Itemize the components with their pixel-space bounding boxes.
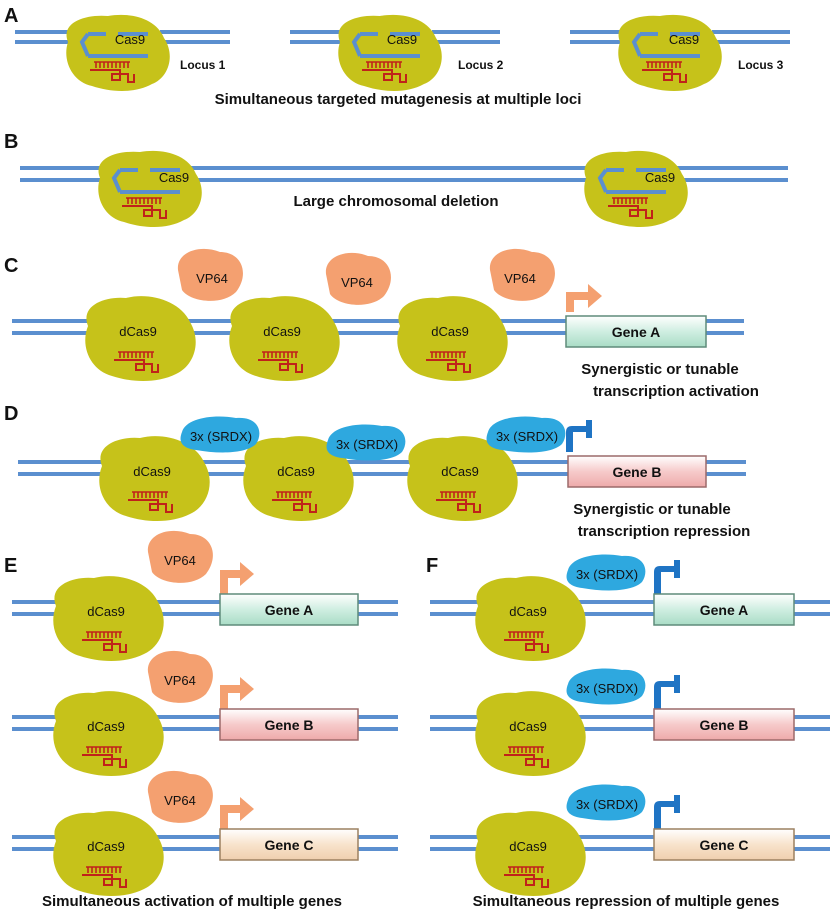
panel-c-gene: Gene A [612, 324, 661, 340]
vp64-3-text: VP64 [504, 271, 536, 286]
srdx-shape-1 [180, 416, 260, 453]
panel-a-dna [15, 30, 790, 44]
f-srdx-3-text: 3x (SRDX) [576, 797, 638, 812]
panel-a-cas9-1: Cas9 [115, 32, 145, 47]
e-vp64-1-text: VP64 [164, 553, 196, 568]
repression-bar-icon [566, 420, 592, 452]
panel-b-cas9-2: Cas9 [645, 170, 675, 185]
panel-c-caption-1: Synergistic or tunable [581, 361, 739, 378]
e-vp64-shape-1 [147, 530, 213, 583]
panel-d-caption-1: Synergistic or tunable [573, 501, 731, 518]
panel-a-label: A [4, 5, 18, 27]
vp64-shape-1 [177, 248, 243, 301]
activation-arrow-icon [566, 284, 602, 312]
f-gene-b: Gene B [699, 717, 748, 733]
panel-a-cas9-2: Cas9 [387, 32, 417, 47]
panel-f-caption: Simultaneous repression of multiple gene… [473, 893, 780, 910]
f-srdx-2-text: 3x (SRDX) [576, 681, 638, 696]
e-activation-arrow-icon-3 [220, 797, 254, 829]
panel-a-cas9-3: Cas9 [669, 32, 699, 47]
e-gene-b: Gene B [264, 717, 313, 733]
f-repression-bar-icon-2 [654, 675, 680, 709]
panel-a-caption: Simultaneous targeted mutagenesis at mul… [215, 91, 582, 108]
f-srdx-shape-2 [566, 668, 646, 705]
srdx-2-text: 3x (SRDX) [336, 437, 398, 452]
panel-e-caption: Simultaneous activation of multiple gene… [42, 893, 342, 910]
panel-f-label: F [426, 555, 438, 577]
panel-b-dna [20, 166, 788, 182]
f-repression-bar-icon-1 [654, 560, 680, 594]
e-gene-a-box [219, 593, 359, 626]
srdx-shape-3 [486, 416, 566, 453]
e-vp64-shape-3 [147, 770, 213, 823]
locus-1-label: Locus 1 [180, 58, 226, 72]
vp64-shape-2 [325, 252, 391, 305]
e-vp64-3-text: VP64 [164, 793, 196, 808]
panel-b-caption: Large chromosomal deletion [293, 193, 498, 210]
f-srdx-1-text: 3x (SRDX) [576, 567, 638, 582]
srdx-shape-2 [326, 424, 406, 461]
vp64-2-text: VP64 [341, 275, 373, 290]
f-srdx-shape-3 [566, 784, 646, 821]
locus-3-label: Locus 3 [738, 58, 784, 72]
srdx-1-text: 3x (SRDX) [190, 429, 252, 444]
vp64-shape-3 [489, 248, 555, 301]
e-gene-b-box [219, 708, 359, 741]
f-gene-b-box [653, 708, 795, 741]
e-vp64-2-text: VP64 [164, 673, 196, 688]
f-gene-a: Gene A [700, 602, 749, 618]
e-activation-arrow-icon-1 [220, 562, 254, 594]
f-gene-c: Gene C [699, 837, 748, 853]
vp64-1-text: VP64 [196, 271, 228, 286]
panel-c-label: C [4, 255, 18, 277]
panel-e-label: E [4, 555, 17, 577]
e-vp64-shape-2 [147, 650, 213, 703]
srdx-3-text: 3x (SRDX) [496, 429, 558, 444]
panel-d-gene: Gene B [612, 464, 661, 480]
f-gene-c-box [653, 828, 795, 861]
panel-c-caption-2: transcription activation [593, 383, 759, 400]
f-repression-bar-icon-3 [654, 795, 680, 829]
gene-b-box [567, 455, 707, 488]
panel-b-label: B [4, 131, 18, 153]
f-gene-a-box [653, 593, 795, 626]
gene-a-box [565, 315, 707, 348]
e-gene-a: Gene A [265, 602, 314, 618]
e-gene-c: Gene C [264, 837, 313, 853]
locus-2-label: Locus 2 [458, 58, 504, 72]
e-activation-arrow-icon-2 [220, 677, 254, 709]
panel-b-cas9-1: Cas9 [159, 170, 189, 185]
f-srdx-shape-1 [566, 554, 646, 591]
panel-d-label: D [4, 403, 18, 425]
panel-d-caption-2: transcription repression [578, 523, 751, 540]
e-gene-c-box [219, 828, 359, 861]
